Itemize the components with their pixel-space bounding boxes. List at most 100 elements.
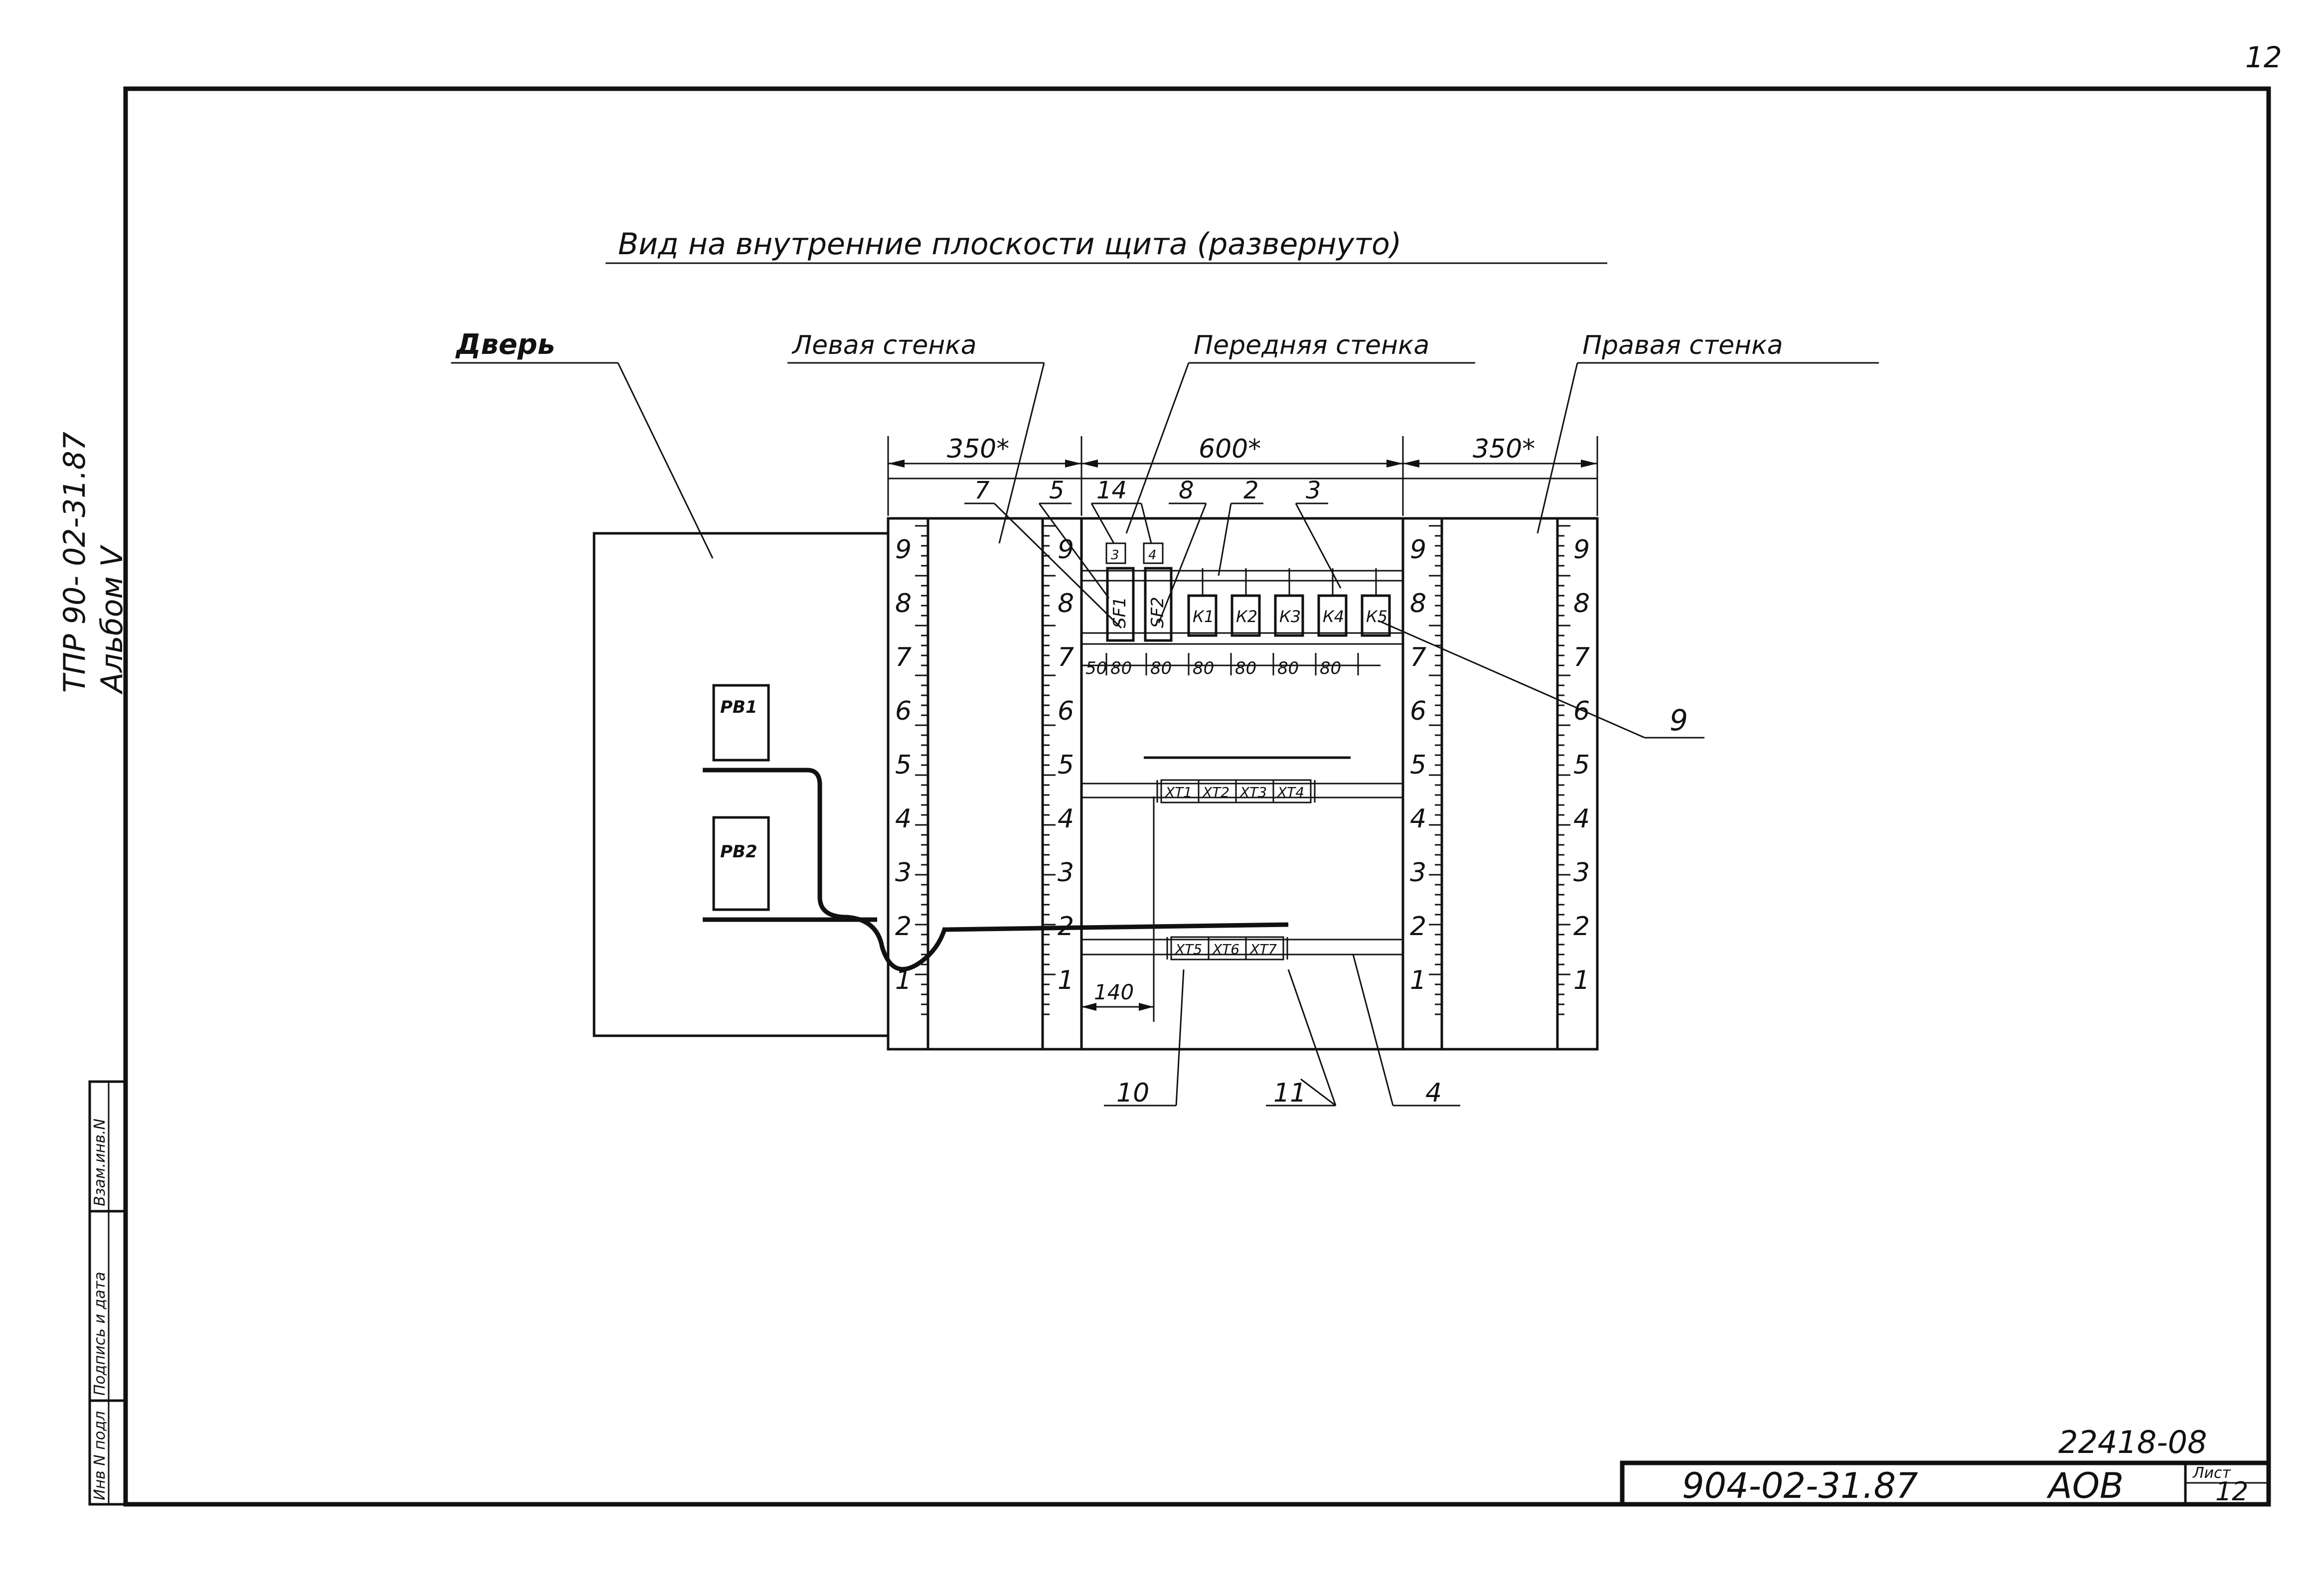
scale-number: 3 <box>1573 858 1590 888</box>
door-device-rv1-label: РВ1 <box>720 697 758 717</box>
terminal-row-bottom: ХТ5 ХТ6 ХТ7 <box>1166 936 1288 960</box>
scale-number: 4 <box>895 804 912 834</box>
spacing-value: 80 <box>1110 658 1132 678</box>
callout-9: 9 <box>1670 703 1688 737</box>
small-block-3: 3 <box>1105 542 1126 564</box>
scale-number: 7 <box>1573 642 1590 672</box>
door-cable <box>703 768 1289 971</box>
door-panel <box>593 532 890 1037</box>
scale-number: 8 <box>1058 589 1074 619</box>
scale-number: 9 <box>895 535 912 565</box>
title-block: 22418-08 904-02-31.87 АОВ Лист 12 <box>1620 1424 2271 1507</box>
terminal-label: ХТ3 <box>1239 784 1267 800</box>
scale-number: 9 <box>1573 535 1590 565</box>
spacing-value: 80 <box>1277 658 1299 678</box>
terminal-label: ХТ1 <box>1164 784 1192 800</box>
dim-terminal-offset: 140 <box>1094 980 1134 1004</box>
sheet-number: 12 <box>2215 1477 2248 1507</box>
terminal-label: ХТ4 <box>1276 784 1304 800</box>
label-door: Дверь <box>455 328 555 361</box>
svg-text:SF1: SF1 <box>1110 597 1130 628</box>
scale-number: 6 <box>895 696 912 726</box>
scale-number: 5 <box>1410 750 1426 780</box>
callouts: 7 5 14 8 2 3 9 10 11 4 <box>964 477 1704 1108</box>
spacing-value: 50 <box>1085 658 1107 678</box>
terminal-label: ХТ2 <box>1202 784 1230 800</box>
scale-number: 1 <box>895 965 912 995</box>
contactor-label: К4 <box>1323 607 1344 626</box>
scale-number: 3 <box>1410 858 1426 888</box>
label-right-wall: Правая стенка <box>1582 330 1783 360</box>
svg-text:4: 4 <box>1148 548 1157 563</box>
scale-number: 2 <box>1410 912 1426 942</box>
contactor-label: К3 <box>1279 607 1301 626</box>
spacing-value: 80 <box>1150 658 1172 678</box>
wall-body <box>887 517 1599 1051</box>
archive-code: 22418-08 <box>2058 1424 2207 1460</box>
breaker-sf1: SF1 <box>1106 567 1135 642</box>
callout-8: 8 <box>1179 477 1194 504</box>
label-left-wall: Левая стенка <box>791 330 977 360</box>
scale-number: 4 <box>1058 804 1074 834</box>
terminal-label: ХТ5 <box>1174 941 1202 958</box>
dim-front-width: 600* <box>1199 434 1261 464</box>
scale-number: 5 <box>1058 750 1074 780</box>
terminal-row-top: ХТ1 ХТ2 ХТ3 ХТ4 <box>1156 779 1316 803</box>
contactor-4: К4 <box>1317 568 1348 637</box>
terminal-block <box>1272 779 1312 803</box>
dim-right-width: 350* <box>1473 434 1535 464</box>
scale-number: 6 <box>1410 696 1426 726</box>
scale-number: 3 <box>1058 858 1074 888</box>
scale-number: 9 <box>1410 535 1426 565</box>
doc-section: АОВ <box>2046 1465 2124 1506</box>
scale-number: 6 <box>1058 696 1074 726</box>
side-stamp-line1: ТПР 90- 02-31.87 <box>57 432 92 693</box>
scale-number: 1 <box>1058 965 1074 995</box>
table-cell-inv: Инв N подл <box>91 1411 109 1500</box>
table-cell-vzam: Взам.инв.N <box>91 1118 109 1206</box>
scale-number: 7 <box>1058 642 1074 672</box>
contactor-1: К1 <box>1187 568 1218 637</box>
drawing-title: Вид на внутренние плоскости щита (развер… <box>618 227 1401 262</box>
svg-text:3: 3 <box>1111 548 1119 563</box>
label-front-wall: Передняя стенка <box>1194 330 1429 360</box>
drawing-frame <box>123 86 2271 1507</box>
left-approval-table: Взам.инв.N Подпись и дата Инв N подл <box>88 1080 127 1506</box>
callout-5: 5 <box>1049 477 1065 504</box>
page-number: 12 <box>2245 40 2282 74</box>
scale-number: 5 <box>1573 750 1590 780</box>
small-block-4: 4 <box>1143 542 1164 564</box>
doc-number: 904-02-31.87 <box>1682 1465 1918 1506</box>
scale-number: 8 <box>1573 589 1590 619</box>
scale-number: 6 <box>1573 696 1590 726</box>
terminal-label: ХТ6 <box>1212 941 1239 958</box>
contactor-2: К2 <box>1231 568 1261 637</box>
spacing-value: 80 <box>1193 658 1214 678</box>
scale-number: 8 <box>1410 589 1426 619</box>
din-rail-top <box>1081 570 1403 645</box>
scale-number: 5 <box>895 750 912 780</box>
contactor-label: К1 <box>1193 607 1214 626</box>
scale-number: 2 <box>1058 912 1074 942</box>
callout-10: 10 <box>1116 1078 1149 1108</box>
scale-number: 7 <box>1410 642 1426 672</box>
table-cell-podpis: Подпись и дата <box>91 1272 109 1396</box>
scale-number: 4 <box>1573 804 1590 834</box>
scale-number: 4 <box>1410 804 1426 834</box>
spacing-value: 80 <box>1235 658 1256 678</box>
dim-left-width: 350* <box>947 434 1009 464</box>
scale-number: 2 <box>895 912 912 942</box>
contactor-label: К2 <box>1236 607 1257 626</box>
terminal-label: ХТ7 <box>1249 941 1277 958</box>
scale-number: 3 <box>895 858 912 888</box>
svg-text:SF2: SF2 <box>1148 597 1168 628</box>
callout-7: 7 <box>974 477 990 504</box>
callout-14: 14 <box>1096 477 1127 504</box>
callout-11: 11 <box>1273 1078 1306 1108</box>
callout-3: 3 <box>1306 477 1321 504</box>
scale-number: 1 <box>1573 965 1590 995</box>
